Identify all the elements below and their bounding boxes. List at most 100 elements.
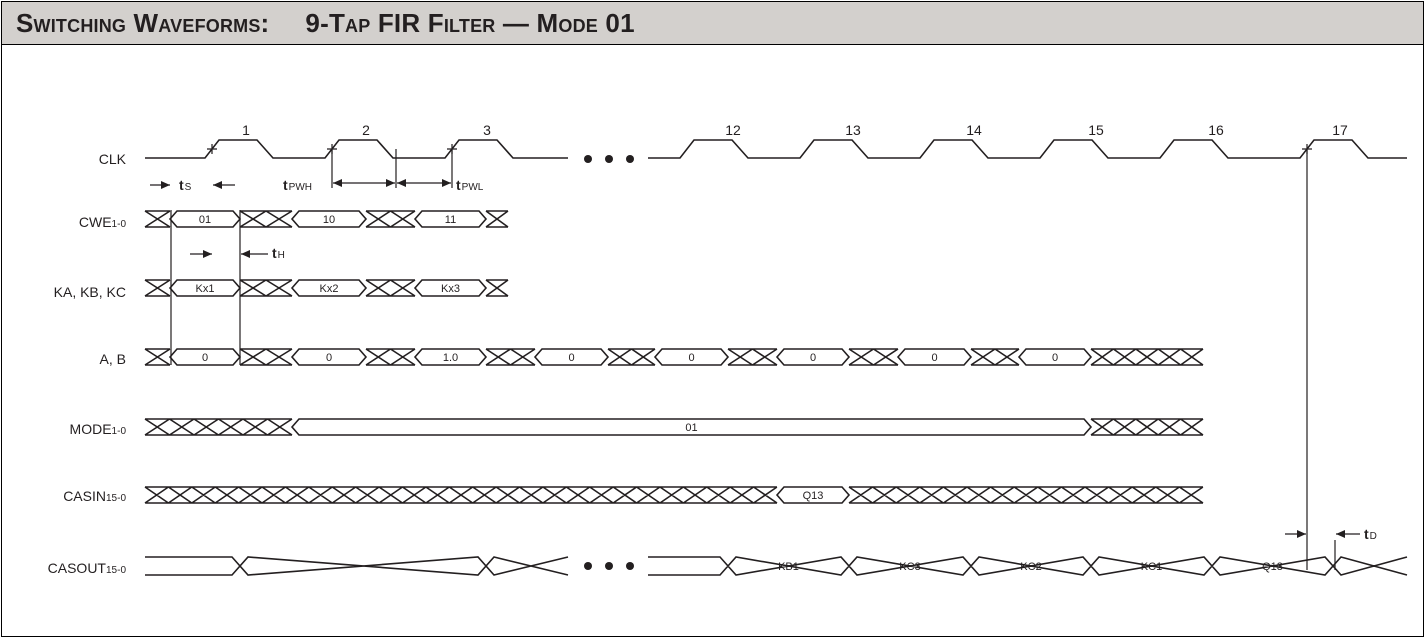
k-cell — [413, 279, 488, 297]
ab-value: 0 — [931, 352, 937, 364]
ab-dontcare — [848, 348, 899, 366]
ts-label: tS — [179, 177, 192, 193]
title-left: Switching Waveforms: — [16, 8, 270, 38]
casin-value: Q13 — [803, 490, 824, 502]
casout-value: KC3 — [899, 561, 920, 573]
ab-cell — [896, 348, 973, 366]
ellipsis-dot — [605, 155, 613, 163]
ab-dontcare — [485, 348, 536, 366]
k-dontcare — [365, 279, 416, 297]
tpwh-label: tPWH — [283, 177, 312, 193]
k-dontcare — [239, 279, 293, 297]
ab-cell — [775, 348, 851, 366]
ab-dontcare — [365, 348, 416, 366]
edge-mark — [207, 144, 217, 154]
clk-label: CLK — [99, 151, 127, 167]
clock-number: 13 — [845, 122, 861, 138]
k-value: Kx3 — [441, 283, 460, 295]
mode-dontcare — [1090, 418, 1204, 436]
arrow-head — [397, 179, 406, 187]
cwe-cell — [413, 210, 488, 228]
clock-number: 2 — [362, 122, 370, 138]
ab-value: 0 — [1052, 352, 1058, 364]
k-dontcare — [485, 279, 509, 297]
diagram-title: Switching Waveforms: 9-Tap FIR Filter — M… — [16, 8, 635, 39]
td-label: tD — [1364, 526, 1377, 542]
k-dontcare — [144, 279, 171, 297]
ab-value: 0 — [202, 352, 208, 364]
arrow-head — [1336, 530, 1345, 538]
ab-dontcare — [727, 348, 778, 366]
mode-dontcare — [144, 418, 293, 436]
delay-guides — [1306, 149, 1336, 570]
clock-number: 3 — [483, 122, 491, 138]
ab-dontcare — [1090, 348, 1204, 366]
casout-value: KB1 — [778, 561, 799, 573]
mode-label: MODE1-0 — [70, 421, 127, 437]
ab-dontcare — [970, 348, 1020, 366]
casout-value: KC2 — [1020, 561, 1041, 573]
ellipsis-dot — [584, 155, 592, 163]
arrow-head — [1297, 530, 1306, 538]
cwe-value: 11 — [445, 214, 456, 226]
arrow-head — [241, 250, 250, 258]
kabc-label: KA, KB, KC — [54, 284, 126, 300]
arrow-head — [386, 179, 395, 187]
casin-cell — [775, 486, 851, 504]
ellipsis-dot — [605, 562, 613, 570]
ab-cell — [1017, 348, 1093, 366]
cwe-dontcare — [144, 210, 171, 228]
k-value: Kx1 — [196, 283, 215, 295]
arrow-head — [161, 181, 170, 189]
k-cell — [290, 279, 368, 297]
ab-label: A, B — [100, 351, 126, 367]
cwe-value: 01 — [199, 214, 211, 226]
th-label: tH — [272, 245, 285, 261]
title-right: 9-Tap FIR Filter — Mode 01 — [305, 8, 635, 38]
clock-number: 1 — [242, 122, 250, 138]
casout-value: KC1 — [1141, 561, 1162, 573]
casout-value: Q13 — [1262, 561, 1283, 573]
clock-number: 17 — [1332, 122, 1348, 138]
clock-number: 16 — [1208, 122, 1224, 138]
casin-dontcare — [848, 486, 1204, 504]
casout-label: CASOUT15-0 — [48, 560, 127, 576]
setup-hold-guides — [170, 210, 241, 365]
arrow-head — [203, 250, 212, 258]
ab-value: 0 — [326, 352, 332, 364]
ab-value: 0 — [688, 352, 694, 364]
cwe-dontcare — [239, 210, 293, 228]
arrow-head — [213, 181, 222, 189]
ab-cell — [290, 348, 368, 366]
k-value: Kx2 — [320, 283, 339, 295]
ab-value: 1.0 — [443, 352, 458, 364]
ab-dontcare — [607, 348, 656, 366]
ellipsis-dot — [626, 155, 634, 163]
cwe-value: 10 — [323, 214, 335, 226]
title-bar: Switching Waveforms: 9-Tap FIR Filter — M… — [1, 1, 1424, 45]
ab-cell — [653, 348, 730, 366]
clk-wave — [648, 139, 1407, 159]
ellipsis-dot — [584, 562, 592, 570]
mode-cell — [290, 418, 1093, 436]
clk-wave — [145, 139, 568, 159]
ab-value: 0 — [568, 352, 574, 364]
ab-cell — [533, 348, 610, 366]
casin-dontcare — [144, 486, 778, 504]
arrow-head — [442, 179, 451, 187]
pulse-guides — [331, 149, 453, 188]
cwe-cell — [290, 210, 368, 228]
arrow-head — [333, 179, 342, 187]
tpwl-label: tPWL — [456, 177, 484, 193]
cwe-label: CWE1-0 — [79, 214, 127, 230]
clock-number: 15 — [1088, 122, 1104, 138]
casin-label: CASIN15-0 — [63, 488, 126, 504]
casout-bus-left — [145, 556, 569, 576]
ab-value: 0 — [810, 352, 816, 364]
ab-dontcare — [144, 348, 171, 366]
clock-number: 14 — [966, 122, 982, 138]
cwe-dontcare — [365, 210, 416, 228]
mode-value: 01 — [685, 422, 697, 434]
ellipsis-dot — [626, 562, 634, 570]
